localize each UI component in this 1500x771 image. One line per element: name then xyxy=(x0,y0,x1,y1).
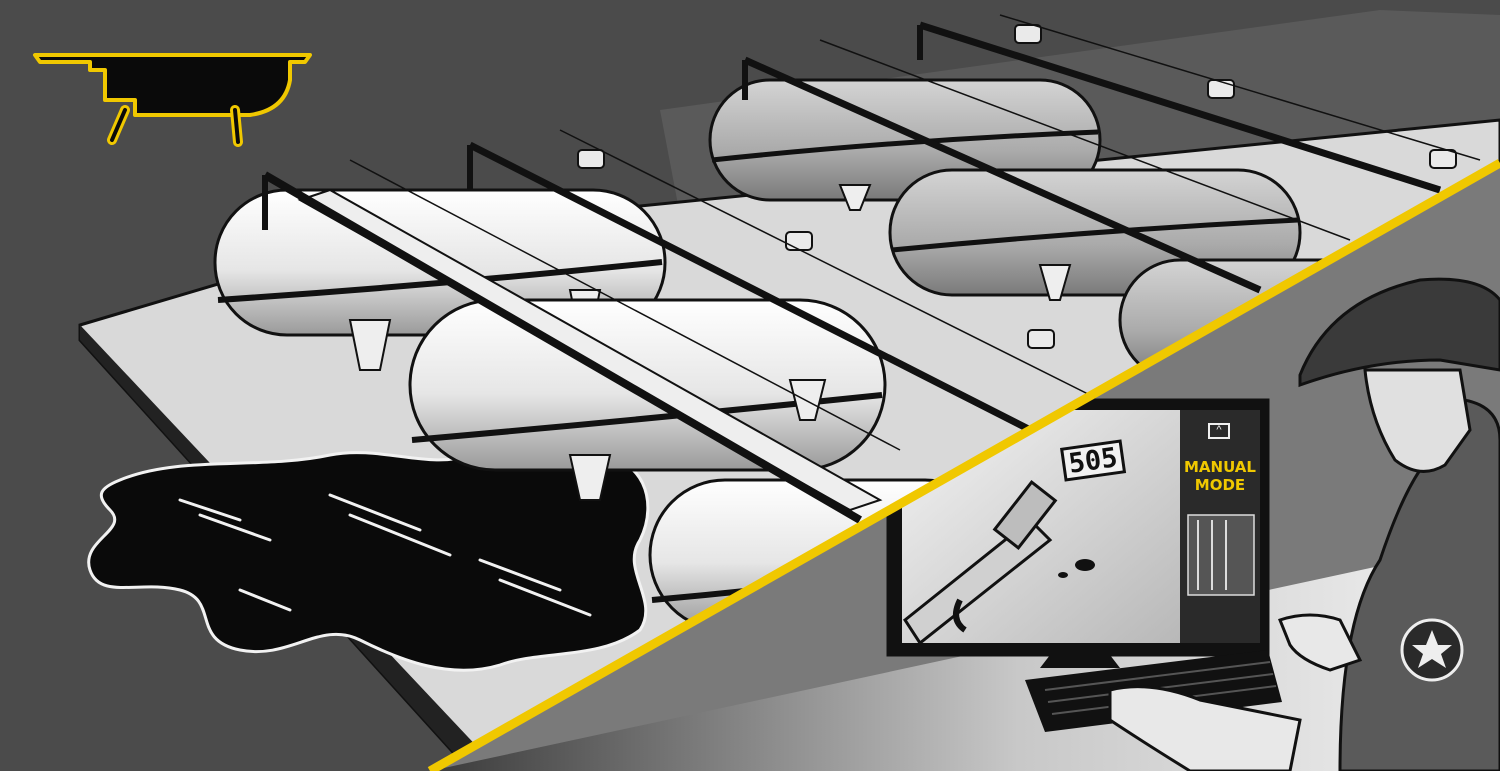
scene-divider xyxy=(427,159,1500,771)
catwalk xyxy=(262,14,1481,524)
oil-spill xyxy=(87,449,650,672)
mode-label-line1: MANUAL xyxy=(1184,458,1256,476)
mode-label-line2: MODE xyxy=(1194,476,1246,494)
chevron-up-box-icon: ^ xyxy=(1208,423,1230,439)
drone-icon xyxy=(33,53,312,147)
security-operator xyxy=(1108,277,1500,771)
manual-mode-label: MANUAL MODE xyxy=(1184,458,1256,494)
